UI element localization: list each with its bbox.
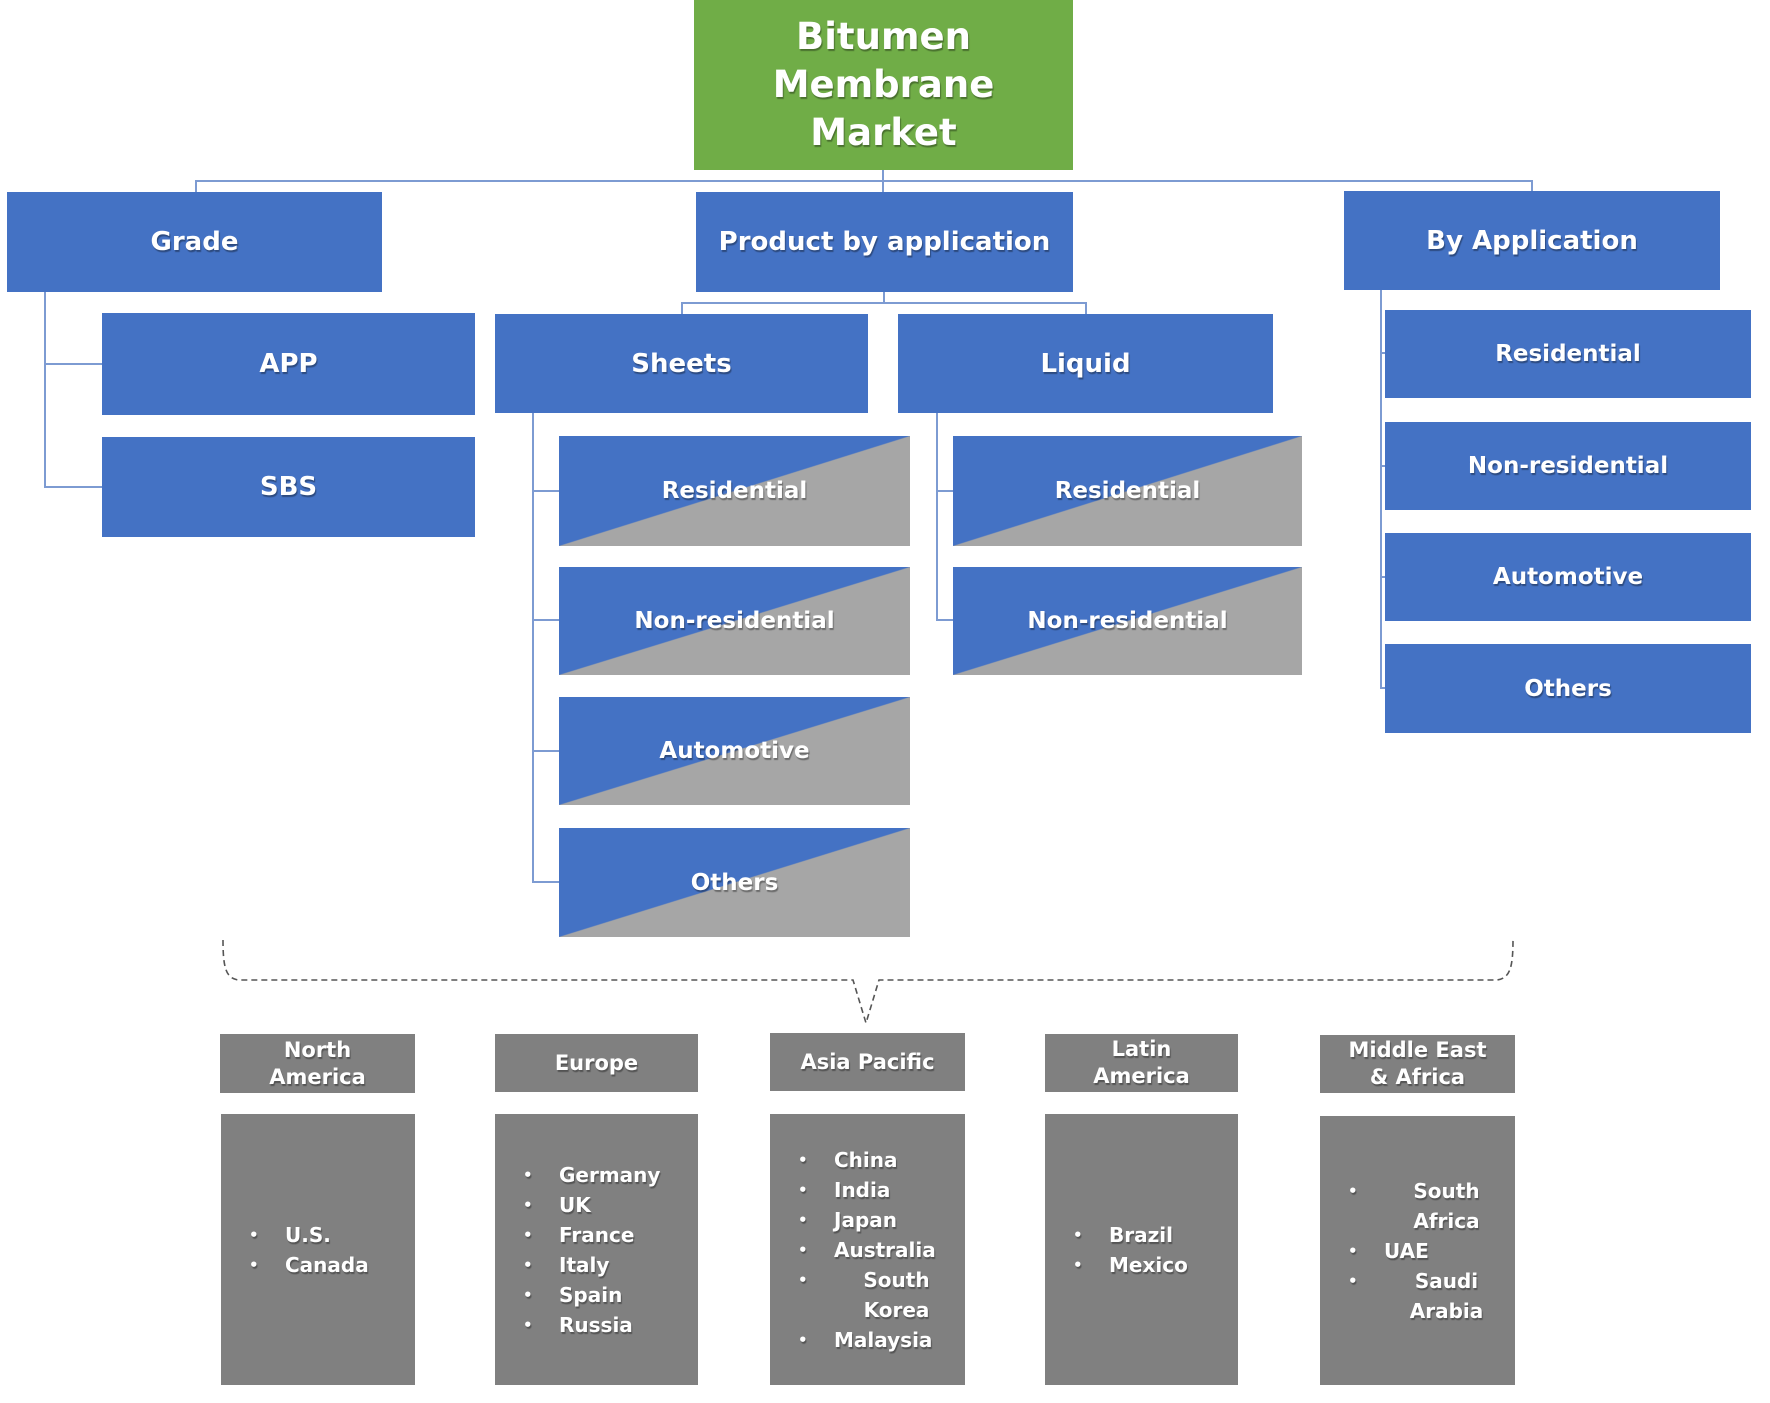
- list-item: •India: [798, 1175, 959, 1205]
- branch-grade: Grade: [7, 192, 382, 292]
- list-item: •UAE: [1348, 1236, 1509, 1266]
- connector-top-rail: [195, 180, 1533, 182]
- list-item: •UK: [523, 1190, 692, 1220]
- connector-sbs-stub: [44, 486, 104, 488]
- connector-grade-drop: [195, 180, 197, 193]
- bullet-icon: •: [798, 1150, 808, 1169]
- region-header-north-america: North America: [220, 1034, 415, 1093]
- sheets-sub-non-residential: Non-residential: [559, 567, 910, 675]
- bullet-icon: •: [523, 1225, 533, 1244]
- grade-item-app: APP: [102, 313, 475, 415]
- list-item: •Malaysia: [798, 1325, 959, 1355]
- sheets-sub-residential: Residential: [559, 436, 910, 546]
- connector-product-rail: [681, 302, 1087, 304]
- connector-sheets-vertical: [532, 413, 534, 883]
- region-list-asia-pacific: •China •India •Japan •Australia •South K…: [770, 1114, 965, 1385]
- connector-sheets-stub-1: [532, 490, 560, 492]
- bullet-icon: •: [798, 1210, 808, 1229]
- connector-liquid-drop: [1085, 302, 1087, 315]
- bullet-icon: •: [1073, 1255, 1083, 1274]
- list-item: •Saudi Arabia: [1348, 1266, 1509, 1326]
- bullet-icon: •: [523, 1165, 533, 1184]
- connector-byapp-stub-4: [1380, 687, 1386, 689]
- bullet-icon: •: [798, 1270, 808, 1289]
- branch-product-by-application: Product by application: [696, 192, 1073, 292]
- bullet-icon: •: [798, 1240, 808, 1259]
- bullet-icon: •: [249, 1225, 259, 1244]
- connector-byapp-vertical: [1380, 290, 1382, 689]
- region-header-latin-america: Latin America: [1045, 1034, 1238, 1092]
- connector-liquid-vertical: [936, 413, 938, 621]
- list-item: •Japan: [798, 1205, 959, 1235]
- byapp-item-others: Others: [1385, 644, 1751, 733]
- sheets-sub-automotive: Automotive: [559, 697, 910, 805]
- product-item-liquid: Liquid: [898, 314, 1273, 413]
- region-header-asia-pacific: Asia Pacific: [770, 1033, 965, 1091]
- region-list-europe: •Germany •UK •France •Italy •Spain •Russ…: [495, 1114, 698, 1385]
- connector-byapp-drop: [1531, 180, 1533, 192]
- connector-sheets-stub-4: [532, 881, 560, 883]
- region-list-north-america: •U.S. •Canada: [221, 1114, 415, 1385]
- bullet-icon: •: [1348, 1241, 1358, 1260]
- bullet-icon: •: [523, 1315, 533, 1334]
- bullet-icon: •: [1073, 1225, 1083, 1244]
- list-item: •France: [523, 1220, 692, 1250]
- region-header-middle-east-africa: Middle East & Africa: [1320, 1035, 1515, 1093]
- liquid-sub-non-residential: Non-residential: [953, 567, 1302, 675]
- list-item: •Australia: [798, 1235, 959, 1265]
- connector-app-stub: [44, 363, 104, 365]
- grade-item-sbs: SBS: [102, 437, 475, 537]
- connector-liquid-stub-2: [936, 619, 954, 621]
- region-list-middle-east-africa: •South Africa •UAE •Saudi Arabia: [1320, 1116, 1515, 1385]
- connector-title-drop: [882, 170, 884, 182]
- bullet-icon: •: [249, 1255, 259, 1274]
- list-item: •South Africa: [1348, 1176, 1509, 1236]
- bullet-icon: •: [798, 1180, 808, 1199]
- list-item: •China: [798, 1145, 959, 1175]
- list-item: •U.S.: [249, 1220, 409, 1250]
- byapp-item-residential: Residential: [1385, 310, 1751, 398]
- connector-liquid-stub-1: [936, 490, 954, 492]
- connector-product-drop: [882, 180, 884, 193]
- bullet-icon: •: [523, 1195, 533, 1214]
- region-header-europe: Europe: [495, 1034, 698, 1092]
- bullet-icon: •: [1348, 1271, 1358, 1290]
- bullet-icon: •: [523, 1255, 533, 1274]
- bullet-icon: •: [523, 1285, 533, 1304]
- region-list-latin-america: •Brazil •Mexico: [1045, 1114, 1238, 1385]
- list-item: •Spain: [523, 1280, 692, 1310]
- list-item: •Canada: [249, 1250, 409, 1280]
- bullet-icon: •: [798, 1330, 808, 1349]
- list-item: •Mexico: [1073, 1250, 1232, 1280]
- list-item: •Russia: [523, 1310, 692, 1340]
- branch-by-application: By Application: [1344, 191, 1720, 290]
- list-item: •Italy: [523, 1250, 692, 1280]
- sheets-sub-others: Others: [559, 828, 910, 937]
- connector-sheets-stub-2: [532, 619, 560, 621]
- list-item: •Brazil: [1073, 1220, 1232, 1250]
- connector-byapp-stub-1: [1380, 352, 1386, 354]
- connector-grade-vertical: [44, 292, 46, 488]
- connector-byapp-stub-2: [1380, 465, 1386, 467]
- diagram-title: Bitumen Membrane Market: [694, 0, 1073, 170]
- list-item: •South Korea: [798, 1265, 959, 1325]
- connector-sheets-drop: [681, 302, 683, 315]
- connector-sheets-stub-3: [532, 750, 560, 752]
- byapp-item-non-residential: Non-residential: [1385, 422, 1751, 510]
- byapp-item-automotive: Automotive: [1385, 533, 1751, 621]
- list-item: •Germany: [523, 1160, 692, 1190]
- connector-byapp-stub-3: [1380, 576, 1386, 578]
- bullet-icon: •: [1348, 1181, 1358, 1200]
- liquid-sub-residential: Residential: [953, 436, 1302, 546]
- connector-product-stem: [883, 292, 885, 304]
- product-item-sheets: Sheets: [495, 314, 868, 413]
